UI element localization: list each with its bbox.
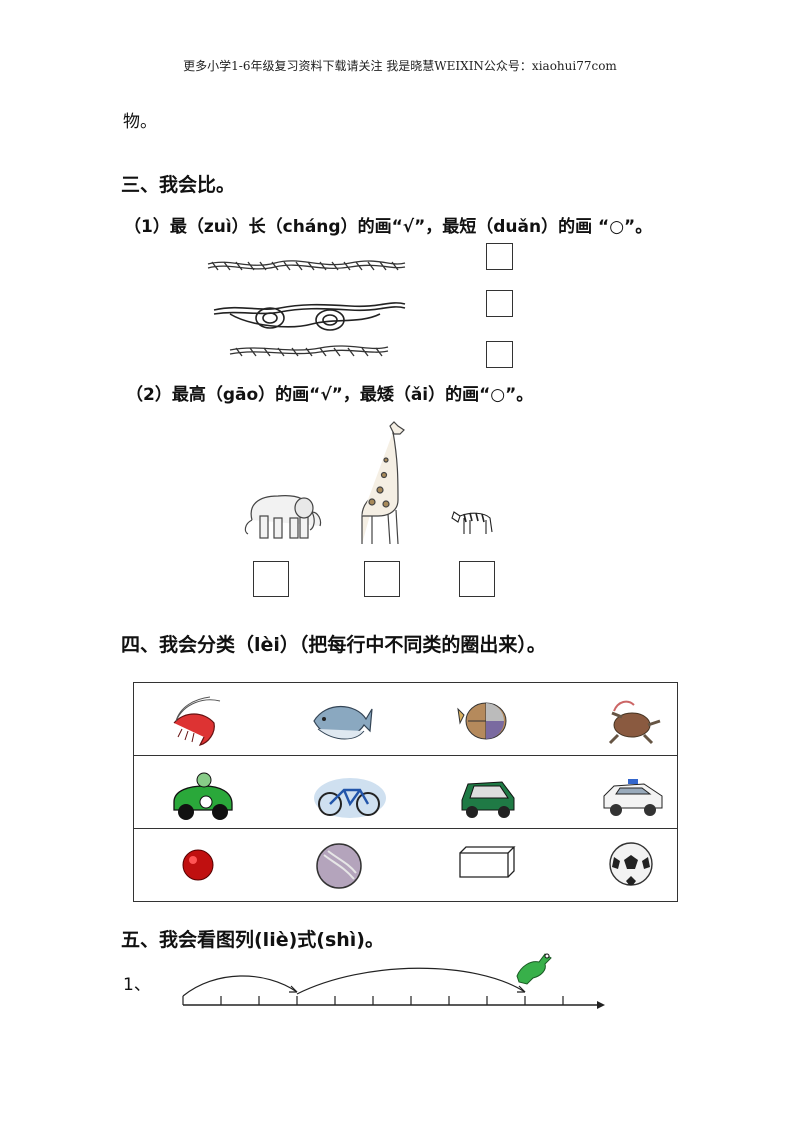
answer-box-rope-1[interactable] xyxy=(486,243,513,270)
police-car-icon[interactable] xyxy=(600,764,666,824)
answer-box-rope-2[interactable] xyxy=(486,290,513,317)
question-1: （1）最（zuì）长（cháng）的画“√”，最短（duǎn）的画 “○”。 xyxy=(124,217,653,237)
baseball-icon[interactable] xyxy=(314,841,364,891)
classification-table xyxy=(133,682,678,902)
animals-figure xyxy=(244,421,493,545)
zebra-icon xyxy=(451,511,493,534)
previous-fragment: 物。 xyxy=(123,112,157,132)
fish-icon[interactable] xyxy=(306,691,376,751)
item-1-label: 1、 xyxy=(123,975,151,995)
jump-arc-1 xyxy=(182,975,298,997)
police-car-icon[interactable] xyxy=(456,764,520,824)
fish-icon[interactable] xyxy=(456,693,516,748)
frog-icon xyxy=(516,953,552,985)
rope-knotted-icon xyxy=(213,302,406,331)
race-car-icon[interactable] xyxy=(170,764,236,824)
question-2: （2）最高（gāo）的画“√”，最矮（ǎi）的画“○”。 xyxy=(126,385,534,405)
rope-short-icon xyxy=(229,345,389,357)
shrimp-icon[interactable] xyxy=(164,693,224,748)
answer-box-giraffe[interactable] xyxy=(364,561,400,597)
answer-box-rope-3[interactable] xyxy=(486,341,513,368)
page-header: 更多小学1-6年级复习资料下载请关注 我是晓慧WEIXIN公众号：xiaohui… xyxy=(183,59,617,73)
jump-arc-2 xyxy=(296,967,526,995)
rope-long-icon xyxy=(207,260,406,271)
box-icon[interactable] xyxy=(456,843,518,883)
section-3-title: 三、我会比。 xyxy=(121,174,236,196)
red-ball-icon[interactable] xyxy=(180,847,216,883)
answer-box-elephant[interactable] xyxy=(253,561,289,597)
giraffe-icon xyxy=(361,421,405,545)
elephant-icon xyxy=(244,495,322,539)
table-row xyxy=(134,829,677,902)
ropes-figure xyxy=(207,260,406,357)
table-row xyxy=(134,683,677,756)
soccer-ball-icon[interactable] xyxy=(606,839,656,889)
table-row xyxy=(134,756,677,829)
section-4-title: 四、我会分类（lèi）（把每行中不同类的圈出来）。 xyxy=(121,634,546,656)
bicycle-icon[interactable] xyxy=(312,764,388,824)
section-5-title: 五、我会看图列(liè)式(shì)。 xyxy=(121,929,384,951)
turtle-icon[interactable] xyxy=(604,691,664,751)
answer-box-zebra[interactable] xyxy=(459,561,495,597)
number-line xyxy=(182,953,605,1009)
